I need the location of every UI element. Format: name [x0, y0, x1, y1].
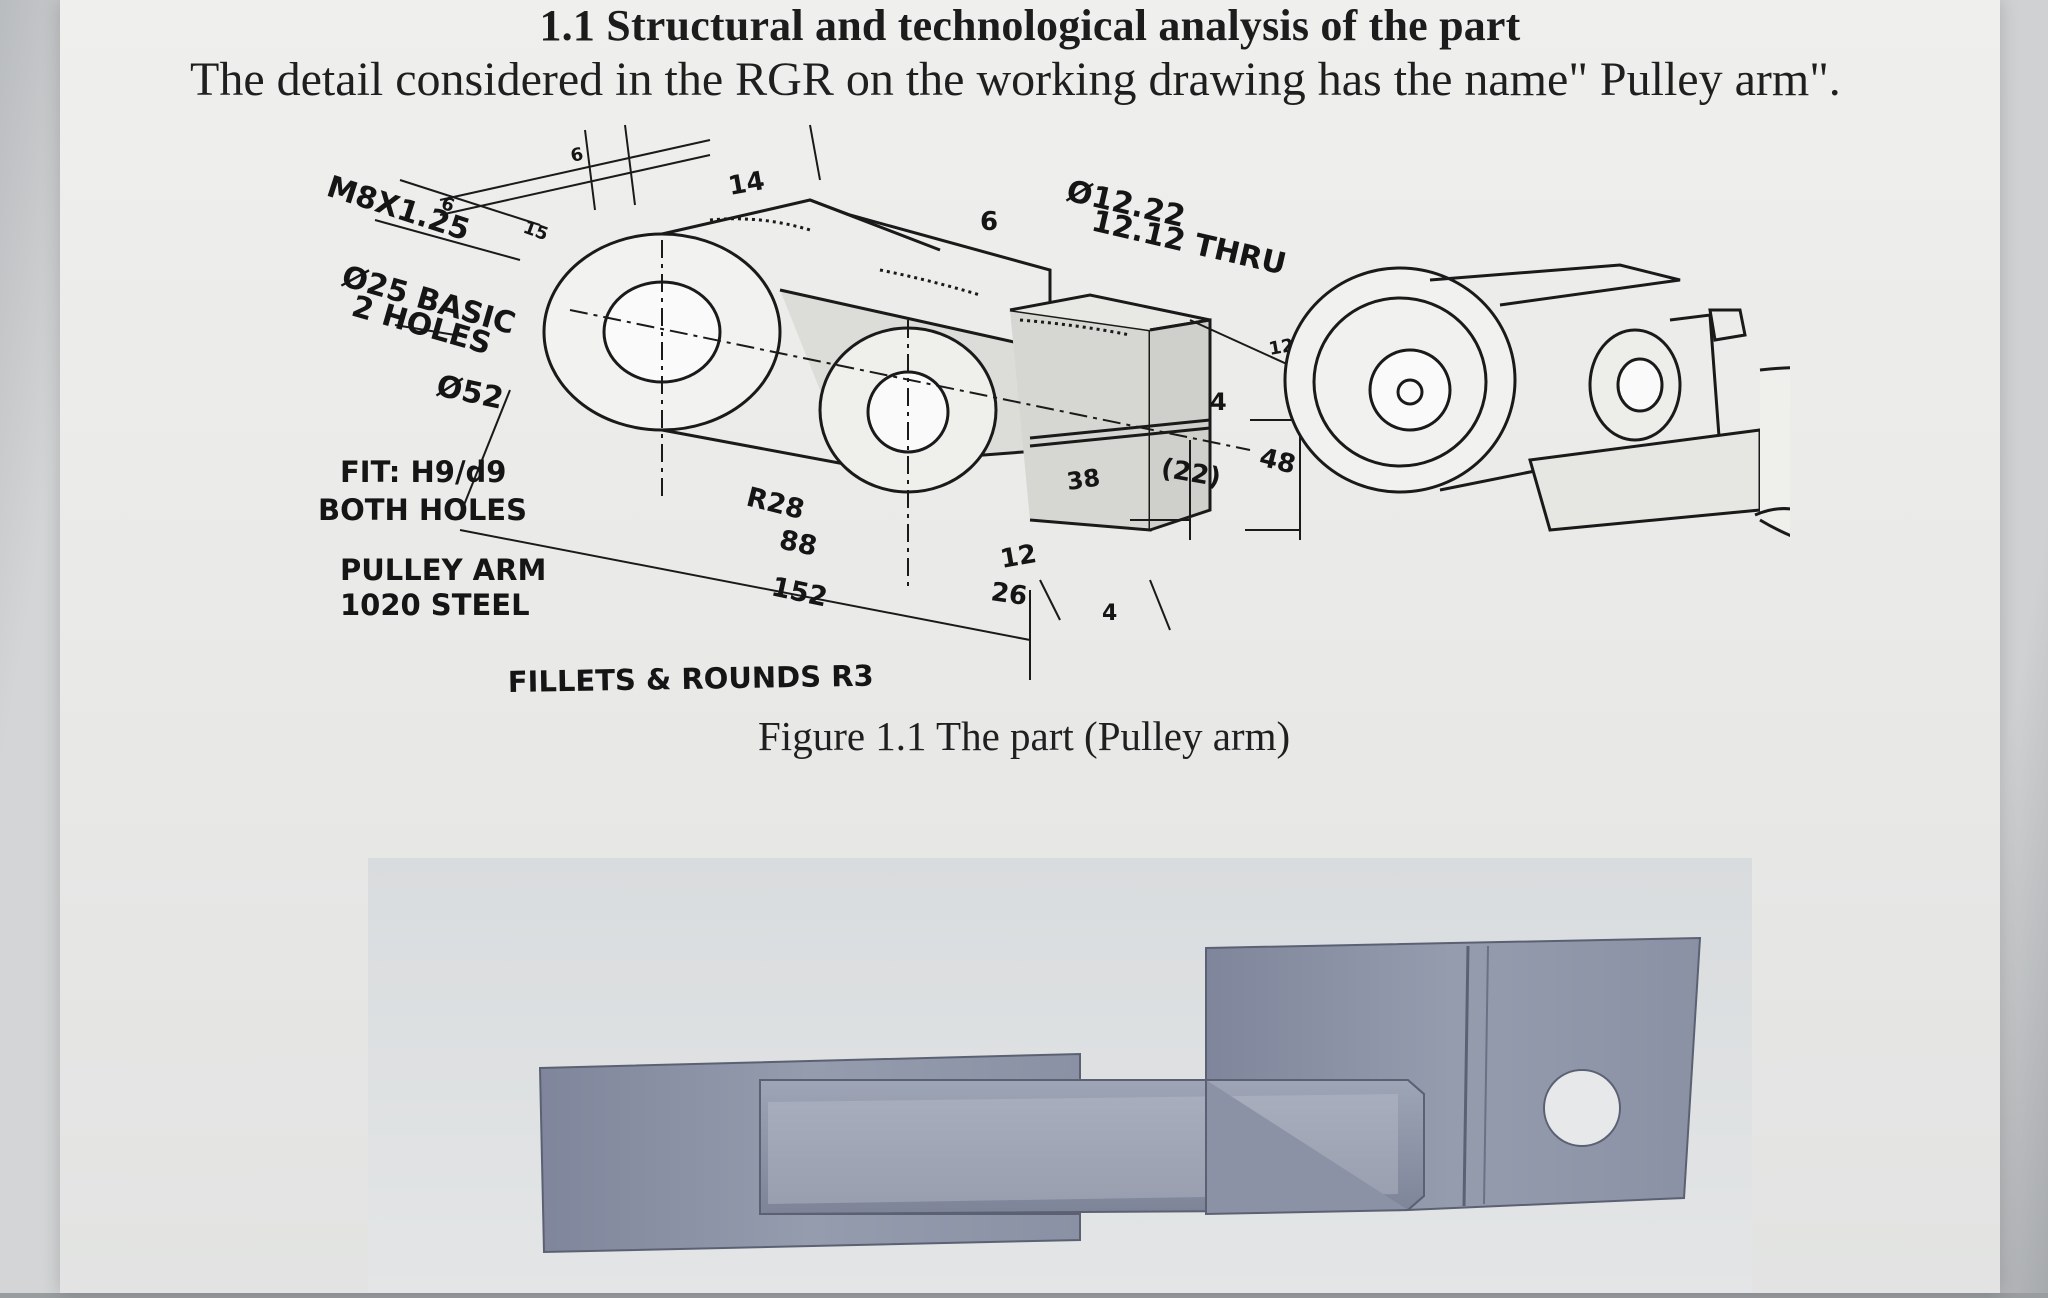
intro-paragraph: The detail considered in the RGR on the …	[190, 53, 1841, 106]
dim-12-b: 12	[998, 539, 1039, 575]
dim-152: 152	[769, 572, 831, 614]
dim-38: 38	[1065, 464, 1102, 496]
dim-15: 15	[520, 217, 551, 245]
fit-scope-label: BOTH HOLES	[318, 493, 527, 527]
pulley-assembly-illustration	[1283, 263, 1790, 538]
document-page: 1.1 Structural and technological analysi…	[60, 0, 2000, 1293]
part-name-label: PULLEY ARM	[340, 553, 546, 587]
cad-render-panel	[368, 858, 1752, 1293]
material-label: 1020 STEEL	[340, 588, 530, 622]
dim-6-a: 6	[569, 144, 586, 167]
section-heading: 1.1 Structural and technological analysi…	[539, 1, 1521, 50]
dim-4-a: 4	[1210, 388, 1227, 416]
fillets-label: FILLETS & ROUNDS R3	[508, 659, 874, 699]
pulley-arm-drawing: M8X1.25 Ø25 BASIC 2 HOLES Ø52 FIT: H9/d9…	[318, 124, 1790, 699]
cad-model-top-view	[538, 936, 1702, 1254]
drawing-labels: M8X1.25 Ø25 BASIC 2 HOLES Ø52 FIT: H9/d9…	[318, 144, 1299, 699]
dim-26: 26	[989, 577, 1029, 612]
dim-48: 48	[1256, 443, 1298, 481]
dim-4-b: 4	[1102, 601, 1117, 626]
figure-caption: Figure 1.1 The part (Pulley arm)	[758, 713, 1291, 759]
dim-88: 88	[777, 525, 820, 563]
fit-label: FIT: H9/d9	[340, 455, 506, 489]
thru-hole-lower-label: 12.12 THRU	[1088, 204, 1289, 283]
dim-6-c: 6	[980, 207, 998, 237]
part-isometric	[542, 198, 1251, 590]
dim-14: 14	[726, 166, 767, 202]
dimension-lines	[374, 124, 1301, 680]
radius-label: R28	[743, 482, 807, 526]
boss-diameter-label: Ø52	[433, 369, 506, 417]
